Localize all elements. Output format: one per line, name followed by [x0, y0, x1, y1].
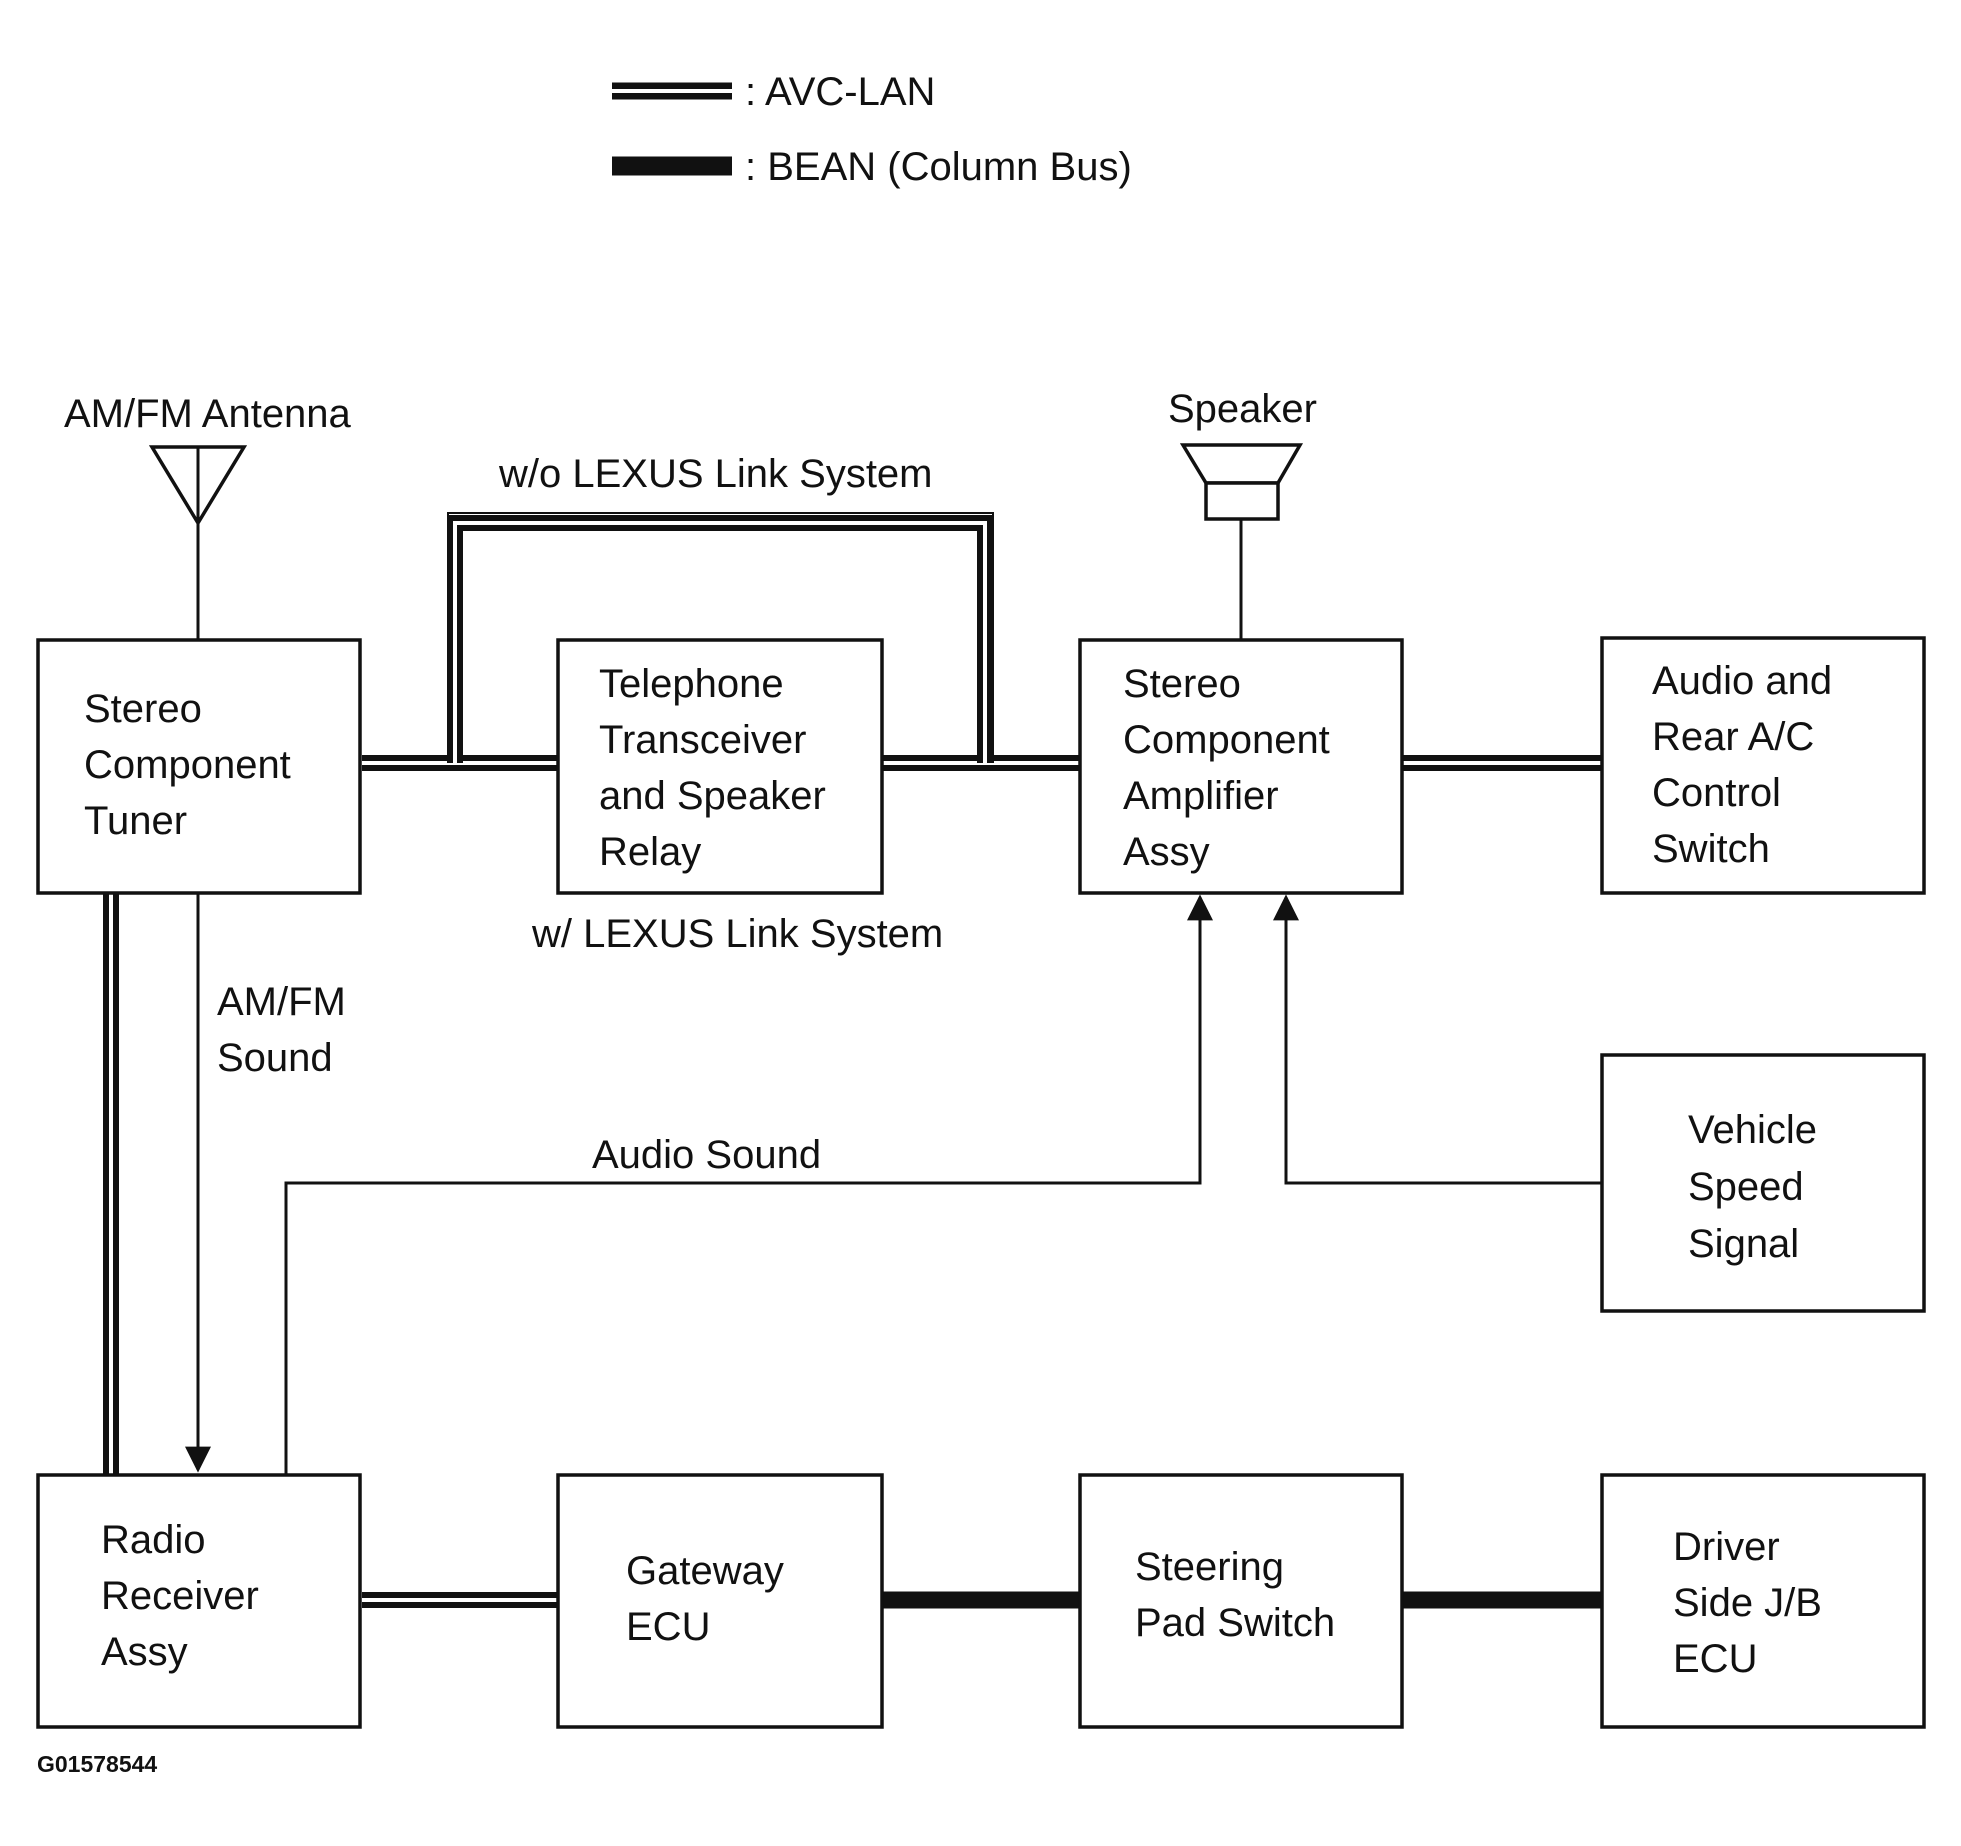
amfm-sound-label-1: AM/FM — [217, 980, 346, 1024]
amfm-sound-label-2: Sound — [217, 1036, 333, 1080]
audio-ac-label-2: Rear A/C — [1652, 715, 1814, 759]
tuner-label-1: Stereo — [84, 687, 202, 731]
vehicle-speed-arrow — [1273, 894, 1602, 1185]
legend: : AVC-LAN : BEAN (Column Bus) — [612, 70, 1132, 189]
amplifier-label-1: Stereo — [1123, 662, 1241, 706]
gateway-label-2: ECU — [626, 1605, 710, 1649]
avc-bypass-loop — [447, 512, 994, 763]
tuner-label-2: Component — [84, 743, 291, 787]
radio-receiver-label-1: Radio — [101, 1518, 206, 1562]
steering-label-2: Pad Switch — [1135, 1601, 1335, 1645]
vehicle-speed-label-3: Signal — [1688, 1222, 1799, 1266]
audio-ac-label-4: Switch — [1652, 827, 1770, 871]
driver-jb-label-2: Side J/B — [1673, 1581, 1822, 1625]
amplifier-label-2: Component — [1123, 718, 1330, 762]
gateway-box: Gateway ECU — [556, 1473, 884, 1729]
audio-sound-label: Audio Sound — [592, 1133, 821, 1177]
audio-ac-label-3: Control — [1652, 771, 1781, 815]
telephone-label-4: Relay — [599, 830, 701, 874]
amplifier-label-3: Amplifier — [1123, 774, 1279, 818]
legend-avc-lan-label: : AVC-LAN — [745, 70, 935, 114]
telephone-label-3: and Speaker — [599, 774, 826, 818]
audio-sound-arrow — [284, 894, 1213, 1475]
vehicle-speed-label-2: Speed — [1688, 1165, 1804, 1209]
vehicle-speed-box: Vehicle Speed Signal — [1600, 1053, 1926, 1313]
telephone-label-2: Transceiver — [599, 718, 806, 762]
signal-lines — [185, 518, 1602, 1475]
driver-jb-label-3: ECU — [1673, 1637, 1757, 1681]
tuner-label-3: Tuner — [84, 799, 187, 843]
audio-ac-box: Audio and Rear A/C Control Switch — [1600, 636, 1926, 895]
wo-lexus-link-label: w/o LEXUS Link System — [498, 452, 933, 496]
speaker-label: Speaker — [1168, 387, 1317, 431]
telephone-label-1: Telephone — [599, 662, 784, 706]
driver-jb-box: Driver Side J/B ECU — [1600, 1473, 1926, 1729]
antenna-icon — [148, 445, 248, 527]
tuner-box: Stereo Component Tuner — [36, 638, 362, 895]
antenna-label: AM/FM Antenna — [64, 392, 352, 436]
audio-ac-label-1: Audio and — [1652, 659, 1832, 703]
radio-receiver-label-2: Receiver — [101, 1574, 259, 1618]
vehicle-speed-label-1: Vehicle — [1688, 1108, 1817, 1152]
avc-lan-connections — [103, 512, 1602, 1608]
radio-receiver-label-3: Assy — [101, 1630, 188, 1674]
amplifier-label-4: Assy — [1123, 830, 1210, 874]
speaker-icon — [1179, 443, 1304, 521]
legend-bean-label: : BEAN (Column Bus) — [745, 145, 1132, 189]
telephone-box: Telephone Transceiver and Speaker Relay — [556, 638, 884, 895]
figure-code: G01578544 — [37, 1751, 157, 1777]
amplifier-box: Stereo Component Amplifier Assy — [1078, 638, 1404, 895]
w-lexus-link-label: w/ LEXUS Link System — [531, 912, 943, 956]
steering-box: Steering Pad Switch — [1078, 1473, 1404, 1729]
driver-jb-label-1: Driver — [1673, 1525, 1780, 1569]
gateway-label-1: Gateway — [626, 1549, 784, 1593]
radio-receiver-box: Radio Receiver Assy — [36, 1473, 362, 1729]
steering-label-1: Steering — [1135, 1545, 1284, 1589]
